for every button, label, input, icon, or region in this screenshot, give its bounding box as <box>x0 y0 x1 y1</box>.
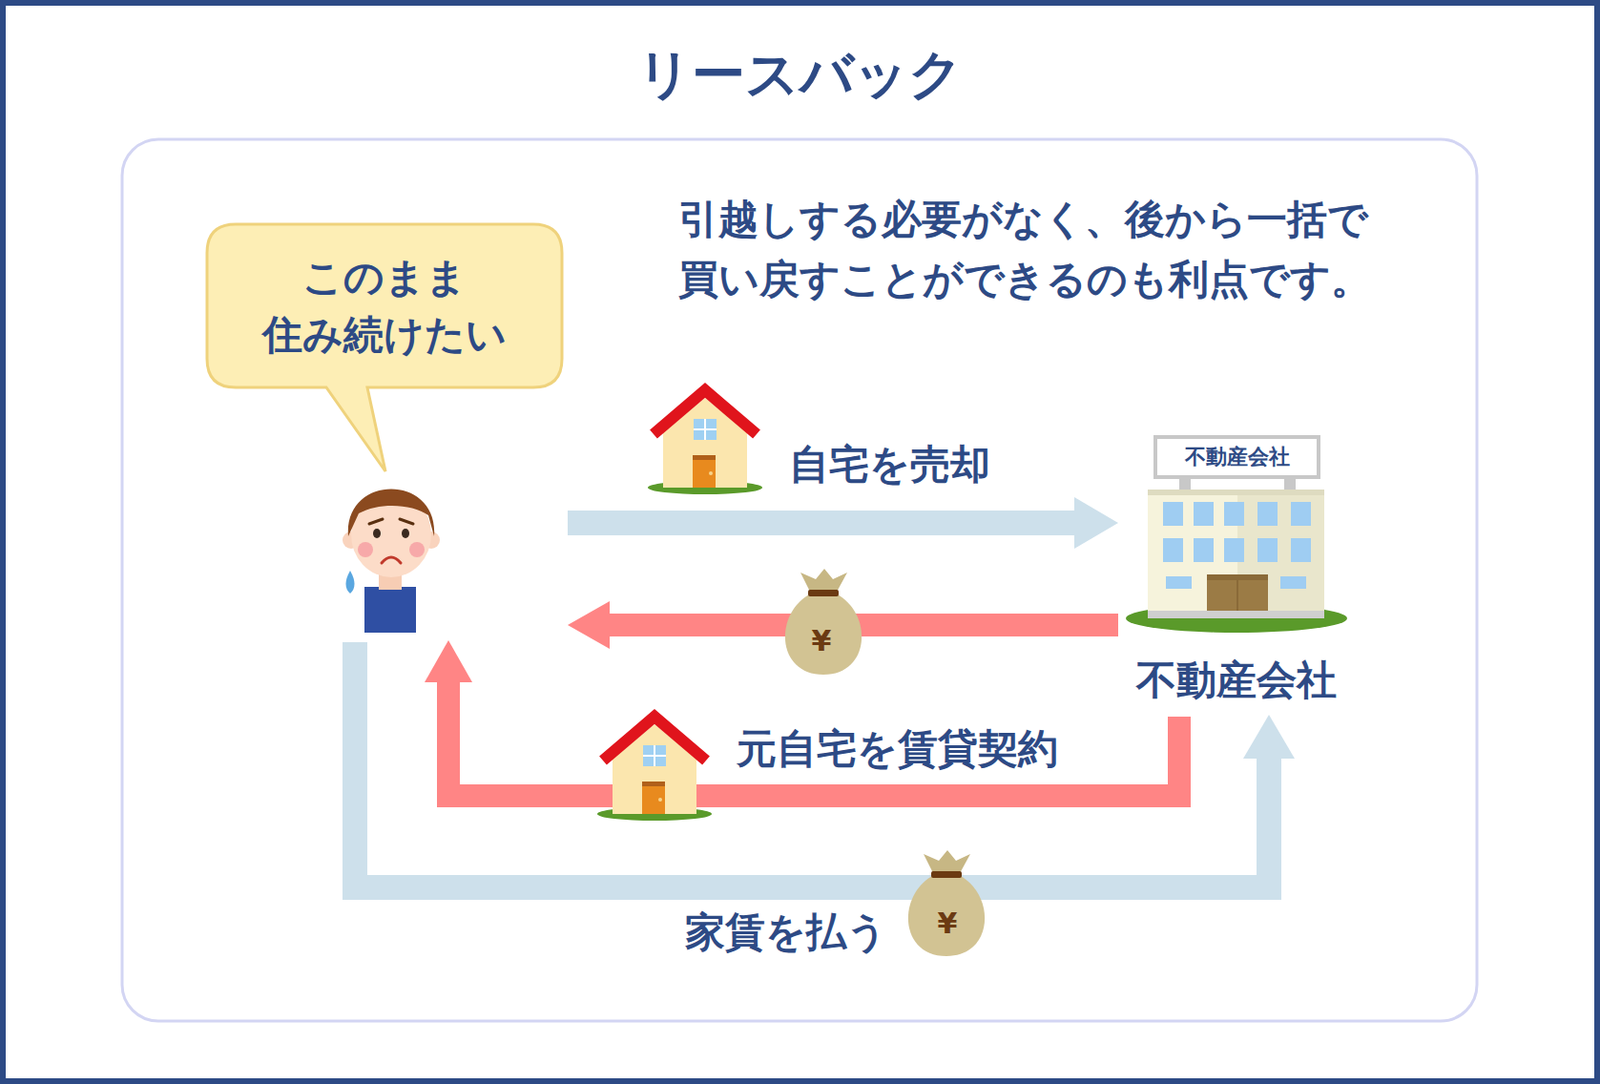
house-icon <box>597 716 712 821</box>
company-node: 不動産会社不動産会社 <box>1125 436 1348 709</box>
tear-drop <box>346 570 355 594</box>
arrow-shaft <box>567 510 1077 536</box>
arrow-label: 自宅を売却 <box>785 440 995 489</box>
person-eye <box>401 528 410 539</box>
money-bag <box>908 850 985 956</box>
money-bag <box>785 568 862 675</box>
arrow-head <box>567 601 610 649</box>
building-windows <box>1163 501 1311 589</box>
door-frame <box>1206 574 1268 581</box>
window <box>1224 538 1245 562</box>
currency-symbol: ¥ <box>937 906 958 941</box>
sign-text: 不動産会社 <box>1155 436 1319 478</box>
arrow-shaft <box>448 680 1180 796</box>
person-figure <box>342 489 440 634</box>
door-top <box>642 781 665 787</box>
window <box>1193 501 1214 526</box>
arrow-head <box>424 640 473 683</box>
arrow-head <box>1074 497 1119 549</box>
flow-arrow <box>567 497 1119 549</box>
window <box>1163 501 1184 526</box>
window <box>1290 538 1311 562</box>
arrow-shaft <box>354 642 1269 888</box>
sign-board <box>1155 436 1319 478</box>
person-mouth <box>381 557 401 563</box>
bag-tie <box>931 871 962 878</box>
building-base <box>1147 610 1325 619</box>
window-bar <box>643 754 666 757</box>
house-icon <box>647 390 763 495</box>
arrow-label: 家賃を払う <box>681 908 892 956</box>
house-window <box>693 418 717 440</box>
window <box>1193 538 1214 562</box>
person-blush <box>409 541 425 558</box>
building-wall <box>1147 489 1325 619</box>
window <box>1224 501 1245 526</box>
title-text: リースバック <box>0 41 1600 106</box>
door-top <box>692 455 716 460</box>
person-node: このまま 住み続けたい <box>207 224 562 635</box>
house-door <box>692 455 716 488</box>
window-bar <box>693 428 717 431</box>
building-roof <box>1147 489 1325 496</box>
door <box>1206 580 1268 613</box>
bag-body <box>908 874 985 956</box>
note-text: 引越しする必要がなく、後から一括で 買い戻すことができるのも利点です。 <box>678 188 1384 310</box>
window <box>1290 501 1311 526</box>
door-knob <box>708 471 713 476</box>
door-knob <box>658 797 663 802</box>
currency-symbol: ¥ <box>811 623 832 659</box>
company-building <box>1125 436 1348 633</box>
person-hair <box>348 489 435 538</box>
window <box>1165 576 1192 589</box>
door-split <box>1236 580 1239 613</box>
arrow-label: 元自宅を賃貸契約 <box>732 725 1062 773</box>
window <box>1257 538 1278 562</box>
person-eyebrow <box>369 519 383 524</box>
bag-body <box>785 593 862 675</box>
house-window <box>643 745 666 767</box>
window <box>1257 501 1278 526</box>
person-eyebrow <box>399 519 414 524</box>
bag-tie <box>808 589 839 597</box>
node-label: 不動産会社 <box>1125 654 1348 707</box>
person-eye <box>373 528 381 539</box>
speech-bubble <box>207 224 562 472</box>
arrow-head <box>1243 714 1295 759</box>
window <box>1280 576 1307 589</box>
person-body <box>364 586 416 633</box>
person-blush <box>357 541 374 558</box>
arrow-shaft <box>607 613 1119 637</box>
speech-text: このまま 住み続けたい <box>207 224 562 388</box>
house-door <box>642 781 665 814</box>
window <box>1163 538 1184 562</box>
content-panel <box>122 139 1477 1021</box>
